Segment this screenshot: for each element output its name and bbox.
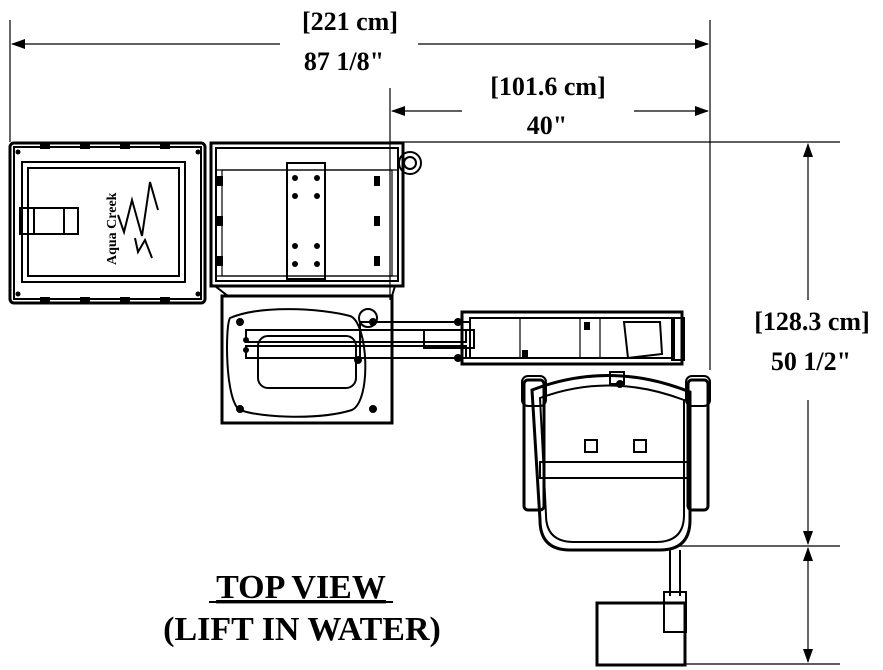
partial-width-metric-label: [101.6 cm] xyxy=(490,72,606,101)
overall-width-metric-label: [221 cm] xyxy=(302,7,398,36)
partial-width-imperial-label: 40" xyxy=(527,111,567,140)
aqua-creek-logo-icon: Aqua Creek xyxy=(105,181,159,265)
view-title-line2: (LIFT IN WATER) xyxy=(163,611,441,648)
lift-body xyxy=(220,294,394,425)
view-title: TOP VIEW (LIFT IN WATER) xyxy=(163,569,441,648)
overall-width-imperial-label: 87 1/8" xyxy=(304,47,384,76)
footrest xyxy=(595,550,687,667)
control-box: Aqua Creek xyxy=(8,141,207,305)
mounting-base xyxy=(209,141,422,297)
height-imperial-label: 50 1/2" xyxy=(771,347,851,376)
brand-logo-text: Aqua Creek xyxy=(105,192,120,265)
lift-seat xyxy=(521,371,711,552)
height-dimension: [128.3 cm] 50 1/2" xyxy=(390,141,870,665)
view-title-line1: TOP VIEW xyxy=(216,569,386,606)
overall-width-dimension: [221 cm] 87 1/8" xyxy=(9,7,711,370)
actuator-arm xyxy=(245,308,685,388)
partial-width-dimension: [101.6 cm] 40" xyxy=(389,72,709,300)
height-metric-label: [128.3 cm] xyxy=(754,307,870,336)
